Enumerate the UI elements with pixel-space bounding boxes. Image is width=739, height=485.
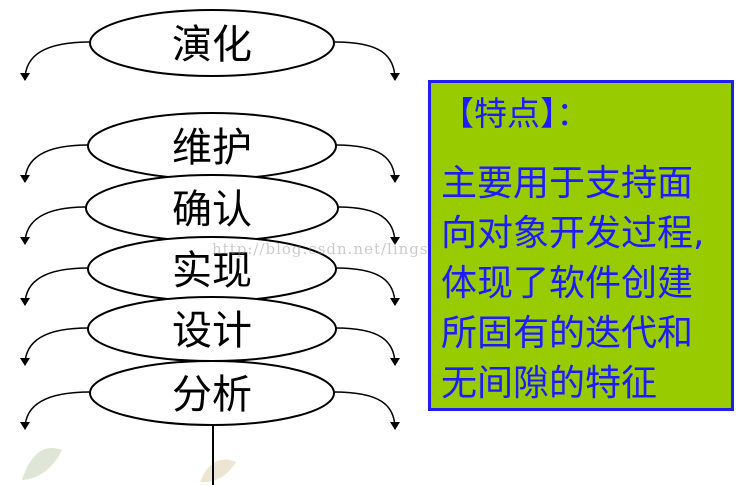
stage-label: 演化 xyxy=(172,22,252,68)
stage-label: 维护 xyxy=(172,125,252,171)
right-flow-arrow xyxy=(335,144,400,183)
stage-label: 设计 xyxy=(172,308,252,354)
stage-ellipse xyxy=(89,9,335,77)
right-flow-arrow xyxy=(334,41,400,81)
stage-implementation: 实现 xyxy=(20,236,400,306)
features-line: 向对象开发过程, xyxy=(441,213,705,254)
stage-label: 分析 xyxy=(172,372,252,418)
left-flow-arrow xyxy=(20,144,89,183)
stage-design: 设计 xyxy=(20,296,400,366)
decorative-leaves xyxy=(22,448,236,483)
left-flow-arrow xyxy=(20,267,89,306)
left-flow-arrow xyxy=(20,327,89,366)
left-flow-arrow xyxy=(20,391,91,430)
right-flow-arrow xyxy=(337,206,400,245)
features-line: 无间隙的特征 xyxy=(441,363,658,404)
stage-evolution: 演化 xyxy=(20,9,400,81)
stage-label: 确认 xyxy=(172,187,252,233)
stage-label: 实现 xyxy=(172,248,252,294)
stage-confirmation: 确认 xyxy=(20,174,400,245)
right-flow-arrow xyxy=(335,327,400,366)
features-body: 主要用于支持面 向对象开发过程, 体现了软件创建 所固有的迭代和 无间隙的特征 xyxy=(441,159,731,408)
features-line: 主要用于支持面 xyxy=(441,163,694,204)
features-panel: 【特点】： 主要用于支持面 向对象开发过程, 体现了软件创建 所固有的迭代和 无… xyxy=(428,80,734,411)
stage-analysis: 分析 xyxy=(20,360,400,430)
features-line: 所固有的迭代和 xyxy=(441,313,694,354)
features-line: 体现了软件创建 xyxy=(441,263,694,304)
stage-ellipse xyxy=(89,360,335,426)
features-title: 【特点】： xyxy=(441,94,590,133)
left-flow-arrow xyxy=(20,41,91,81)
right-flow-arrow xyxy=(335,267,400,306)
fountain-model-diagram: 演化 维护 确认 实现 设计 分析 xyxy=(20,9,400,485)
left-flow-arrow xyxy=(20,206,87,245)
watermark-url: http://blog.csdn.net/lingshanda xyxy=(212,240,481,258)
right-flow-arrow xyxy=(333,391,400,430)
stage-maintenance: 维护 xyxy=(20,112,400,183)
